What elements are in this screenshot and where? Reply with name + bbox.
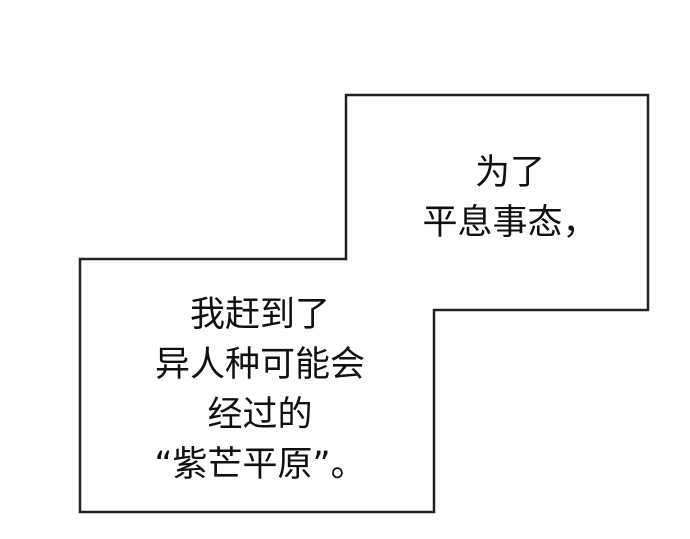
caption-line: “紫芒平原”。 — [154, 445, 366, 485]
caption-line: 我赶到了 — [189, 295, 330, 335]
caption-line: 异人种可能会 — [154, 345, 365, 385]
caption-line: 平息事态， — [422, 203, 598, 243]
caption-line: 经过的 — [207, 395, 313, 435]
caption-text-bottom: 我赶到了 异人种可能会 经过的 “紫芒平原”。 — [120, 290, 400, 490]
caption-text-top: 为了 平息事态， — [420, 148, 600, 248]
caption-box-shape — [78, 93, 650, 514]
caption-line: 为了 — [474, 153, 545, 193]
